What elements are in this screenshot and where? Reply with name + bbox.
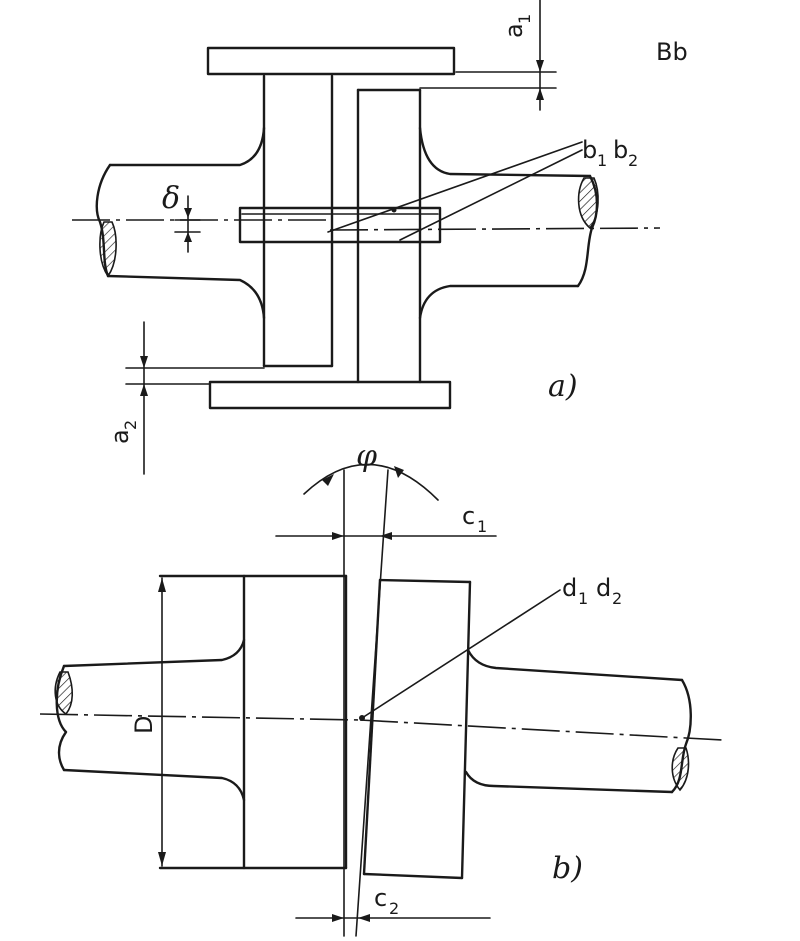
a1-label: a bbox=[500, 23, 528, 38]
a2-dimension bbox=[125, 321, 265, 475]
figure-b: φ c 1 c 2 D d 1 d 2 bbox=[39, 439, 723, 937]
figure-a: δ b 1 b 2 a 1 bbox=[72, 0, 688, 475]
b2-label: b bbox=[613, 136, 628, 164]
right-hub bbox=[356, 88, 422, 384]
fig-b-label: b) bbox=[552, 851, 583, 886]
left-hub-b bbox=[158, 574, 348, 870]
left-shaft-b bbox=[54, 638, 246, 802]
right-centerline-b bbox=[359, 719, 723, 741]
c2-sub: 2 bbox=[389, 899, 399, 918]
c1-label: c bbox=[462, 502, 475, 530]
left-centerline-b bbox=[39, 713, 361, 721]
corner-label: Bb bbox=[656, 38, 688, 66]
b-leaders bbox=[327, 141, 583, 241]
left-shaft bbox=[95, 126, 266, 320]
delta-dimension bbox=[174, 195, 201, 253]
d2-sub: 2 bbox=[612, 589, 622, 608]
top-flange-plate bbox=[206, 46, 456, 76]
d2-label: d bbox=[596, 574, 611, 602]
D-dimension bbox=[158, 577, 166, 867]
b2-sub: 2 bbox=[628, 151, 638, 170]
fig-a-label: a) bbox=[548, 369, 578, 404]
c1-dimension bbox=[275, 532, 497, 540]
b1-sub: 1 bbox=[597, 151, 607, 170]
pilot-bore bbox=[238, 206, 442, 244]
c2-label: c bbox=[374, 884, 387, 912]
D-label: D bbox=[130, 716, 158, 734]
b1-label: b bbox=[582, 136, 597, 164]
c1-sub: 1 bbox=[477, 517, 487, 536]
right-shaft-b bbox=[464, 648, 692, 794]
right-hub-b bbox=[362, 578, 472, 880]
a2-sub: 2 bbox=[121, 420, 140, 430]
a1-sub: 1 bbox=[515, 14, 534, 24]
delta-label: δ bbox=[162, 181, 180, 216]
right-shaft bbox=[418, 126, 599, 320]
right-centerline bbox=[329, 227, 661, 231]
a1-dimension bbox=[419, 0, 557, 111]
d-leader bbox=[361, 589, 561, 719]
bottom-flange-plate bbox=[208, 380, 452, 410]
left-hub bbox=[262, 74, 334, 368]
phi-angle-arc bbox=[303, 463, 439, 501]
d1-label: d bbox=[562, 574, 577, 602]
c2-dimension bbox=[295, 914, 491, 922]
d1-sub: 1 bbox=[578, 589, 588, 608]
a2-label: a bbox=[106, 429, 134, 444]
phi-label: φ bbox=[356, 439, 377, 474]
